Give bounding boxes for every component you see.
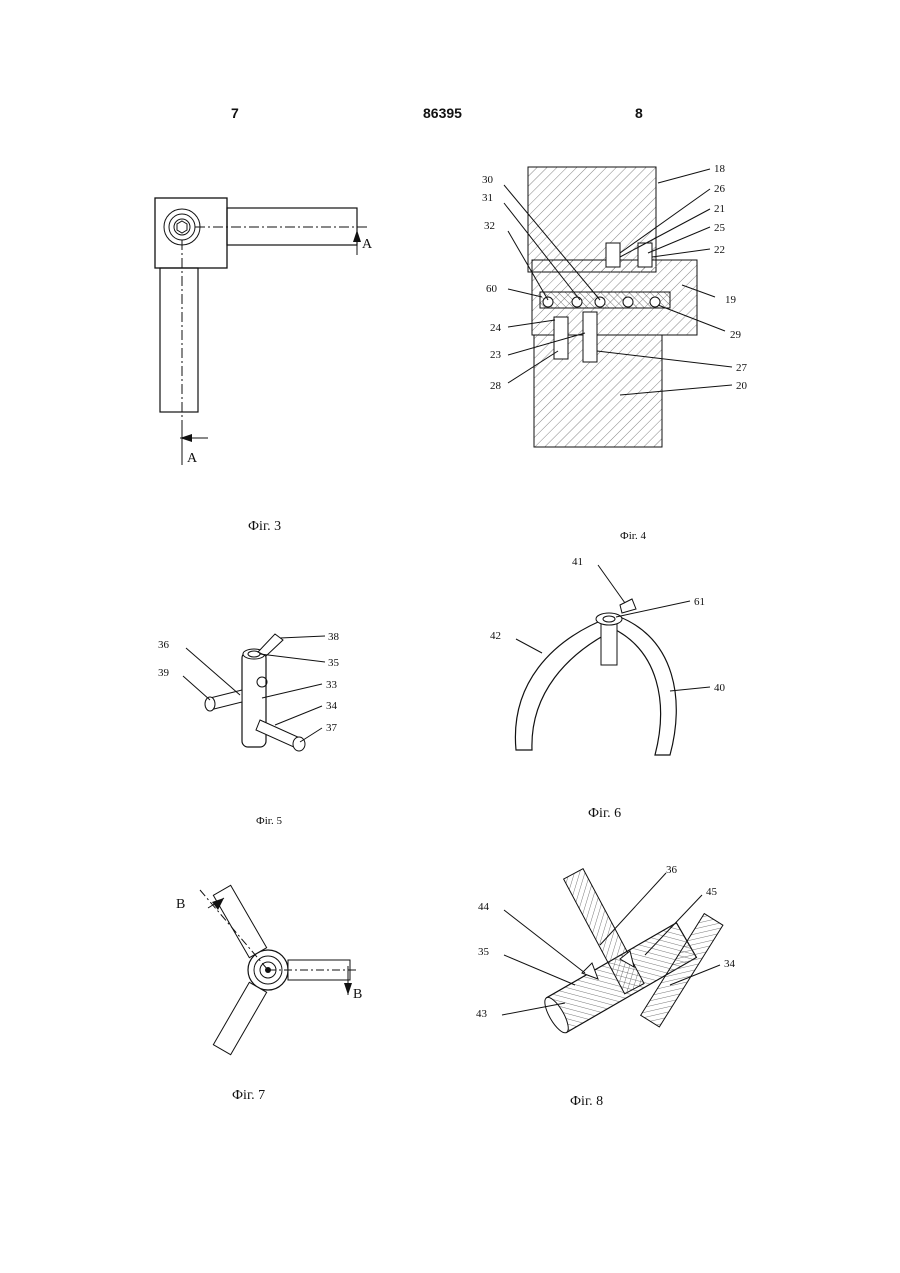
fig5-leader-37 [300,728,322,742]
fig8-leader-35 [504,955,575,985]
fig5-leader-35 [260,654,325,662]
fig8-caption: Фіг. 8 [570,1094,603,1109]
fig7-section-label-b2: B [353,987,362,1002]
fig7-arrow-right [344,983,352,995]
fig4-pin-21 [606,243,620,267]
fig3-bolt-mid [169,214,195,240]
fig4-label-19: 19 [725,294,737,306]
fig3-caption: Фіг. 3 [248,519,281,534]
fig4-label-25: 25 [714,222,726,234]
fig7-arm-upper [213,885,266,957]
fig6-hub [601,620,617,665]
fig4-part-20 [534,335,662,447]
fig8-label-44: 44 [478,901,490,913]
fig6-label-40: 40 [714,682,726,694]
fig4-pin-27 [583,312,597,362]
fig4-label-18: 18 [714,163,726,175]
fig3-arrow-a [353,230,361,242]
fig6-leader-41 [598,565,625,603]
figure-6: 41 61 42 40 Фіг. 6 [480,545,770,830]
fig6-label-61: 61 [694,596,705,608]
fig5-label-34: 34 [326,700,338,712]
fig5-leader-38 [280,636,325,638]
fig4-ball-60 [543,297,553,307]
fig5-label-33: 33 [326,679,338,691]
fig5-leader-33 [262,684,322,698]
fig5-arm-38 [258,634,283,656]
fig4-leader-25 [648,227,710,253]
fig6-label-41: 41 [572,556,583,568]
fig5-leader-34 [275,706,322,725]
fig8-label-45: 45 [706,886,718,898]
fig4-ball [595,297,605,307]
page-number-left: 7 [231,105,239,121]
fig4-label-32: 32 [484,220,495,232]
fig6-leader-42 [516,639,542,653]
fig4-label-27: 27 [736,362,748,374]
fig6-label-42: 42 [490,630,501,642]
fig4-label-28: 28 [490,380,502,392]
fig8-label-35: 35 [478,946,490,958]
fig3-section-label-a1: A [362,237,373,252]
fig3-vertical-arm [160,268,198,412]
fig4-ball [572,297,582,307]
fig7-caption: Фіг. 7 [232,1088,265,1103]
fig5-label-37: 37 [326,722,338,734]
fig4-ball [623,297,633,307]
fig4-label-30: 30 [482,174,494,186]
fig5-leader-39 [183,676,210,700]
figure-8: 36 45 44 35 34 43 Фіг. 8 [470,855,770,1115]
fig7-section-label-b1: B [176,897,185,912]
fig4-label-22: 22 [714,244,725,256]
patent-number: 86395 [423,105,462,121]
fig3-hex-socket [177,221,187,233]
fig4-label-60: 60 [486,283,498,295]
fig5-end-37 [293,737,305,751]
fig6-hub-top-61 [596,613,622,625]
fig4-part-18 [528,167,656,272]
fig5-leader-36 [186,648,240,695]
figure-7: B B Фіг. 7 [160,880,410,1110]
fig4-leader-18 [658,169,710,183]
figure-4: 18 26 21 25 22 30 31 32 60 19 24 29 23 2… [470,155,780,550]
fig4-label-31: 31 [482,192,493,204]
fig4-label-20: 20 [736,380,748,392]
fig8-label-34: 34 [724,958,736,970]
page-number-right: 8 [635,105,643,121]
fig8-label-36: 36 [666,864,678,876]
fig4-caption: Фіг. 4 [620,530,647,542]
fig3-section-label-a2: A [187,451,198,466]
fig4-label-24: 24 [490,322,502,334]
fig4-leader-22 [652,249,710,257]
fig4-label-26: 26 [714,183,726,195]
fig5-label-38: 38 [328,631,340,643]
fig8-label-43: 43 [476,1008,488,1020]
fig6-lug-41 [620,599,636,613]
fig5-end-39 [205,697,215,711]
figure-5: 36 38 35 39 33 34 37 Фіг. 5 [150,620,380,835]
fig6-fork-arm-40 [610,617,676,755]
fig4-label-23: 23 [490,349,502,361]
fig8-leader-44 [504,910,585,973]
fig5-caption: Фіг. 5 [256,815,283,827]
fig4-label-21: 21 [714,203,725,215]
fig6-caption: Фіг. 6 [588,806,621,821]
fig7-arm-lower [213,982,266,1054]
fig3-block [155,198,227,268]
figure-3: A A Фіг. 3 [120,180,410,550]
fig5-label-35: 35 [328,657,340,669]
fig6-leader-40 [670,687,710,691]
fig5-label-39: 39 [158,667,170,679]
fig5-label-36: 36 [158,639,170,651]
fig4-label-29: 29 [730,329,742,341]
